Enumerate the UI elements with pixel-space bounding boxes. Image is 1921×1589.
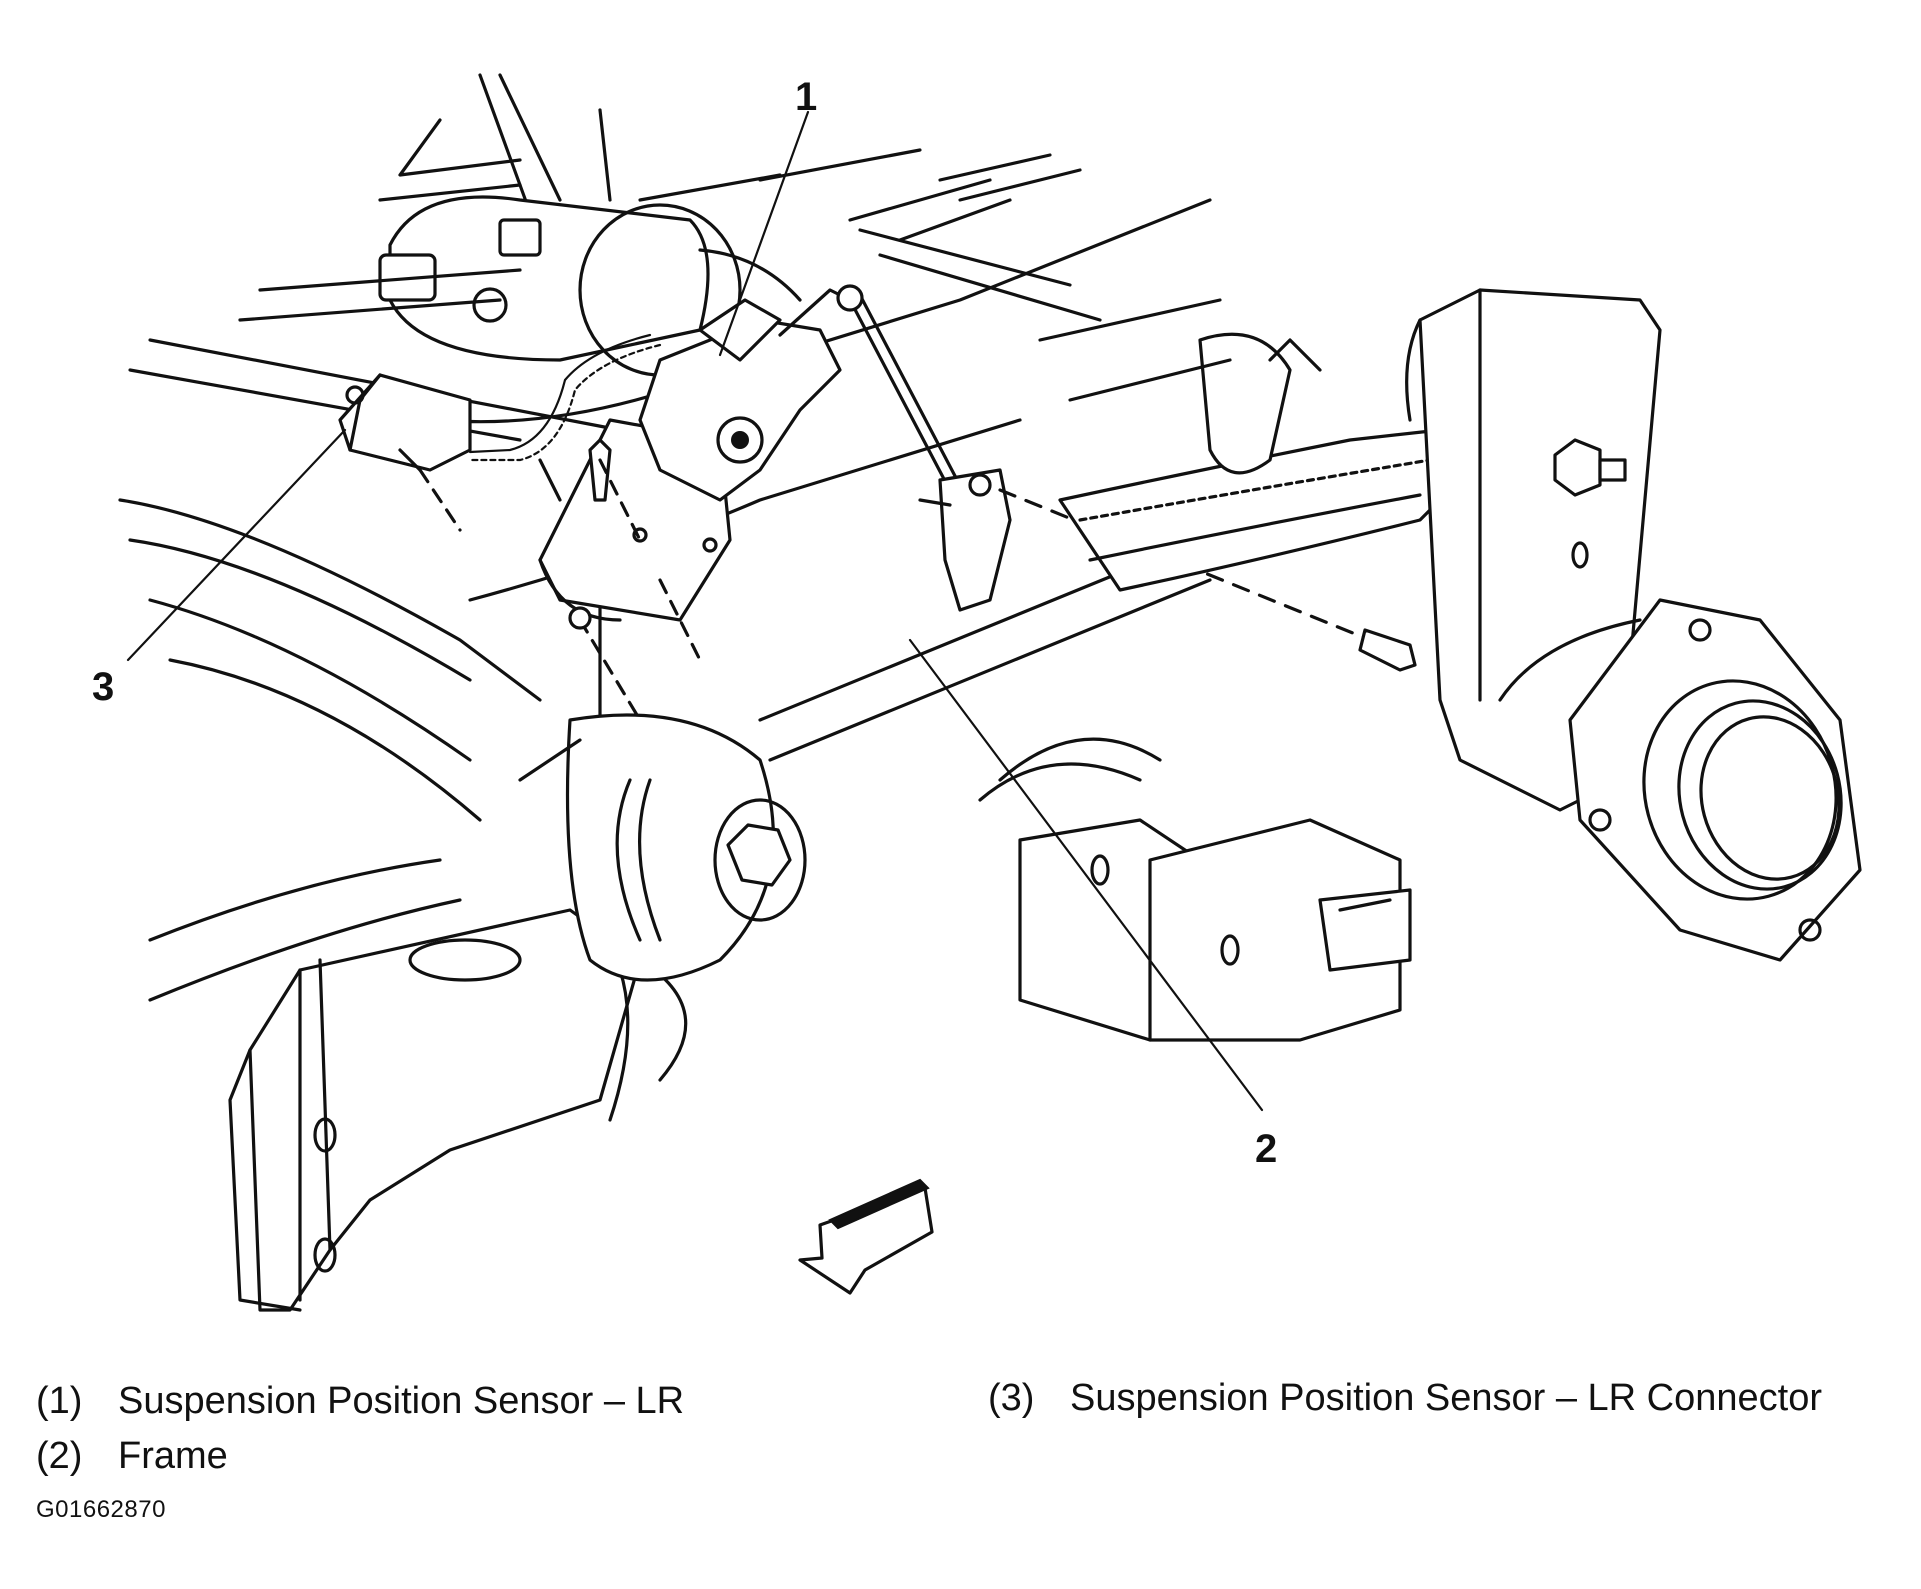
legend-item-1: (1) Suspension Position Sensor – LR	[36, 1382, 684, 1420]
axle-housing	[238, 73, 1012, 377]
figure-id: G01662870	[36, 1496, 166, 1523]
legend-label: Suspension Position Sensor – LR	[118, 1380, 685, 1422]
leader-lines	[126, 110, 1264, 1112]
legend-number: (1)	[36, 1380, 83, 1422]
legend-label: Frame	[118, 1435, 228, 1477]
callout-2: 2	[1255, 1127, 1277, 1171]
linkage-bracket	[918, 468, 1012, 612]
frame-bracket-right	[978, 737, 1412, 1042]
center-mount	[518, 713, 807, 982]
legend-item-3: (3) Suspension Position Sensor – LR Conne…	[988, 1379, 1822, 1417]
legend-item-2: (2) Frame	[36, 1437, 228, 1475]
suspension-position-sensor	[468, 284, 967, 502]
legend-number: (2)	[36, 1435, 83, 1477]
callout-3: 3	[92, 665, 114, 709]
trailing-arm	[1038, 298, 1472, 592]
sensor-connector	[338, 373, 472, 472]
wheel-hub	[1498, 598, 1862, 962]
legend-label: Suspension Position Sensor – LR Connecto…	[1070, 1377, 1823, 1419]
callout-1: 1	[795, 75, 817, 119]
legend-number: (3)	[988, 1377, 1035, 1419]
frame-bracket	[228, 908, 688, 1312]
suspension-diagram: 1 2 3	[92, 73, 1862, 1312]
front-direction-arrow-icon	[798, 1178, 934, 1295]
